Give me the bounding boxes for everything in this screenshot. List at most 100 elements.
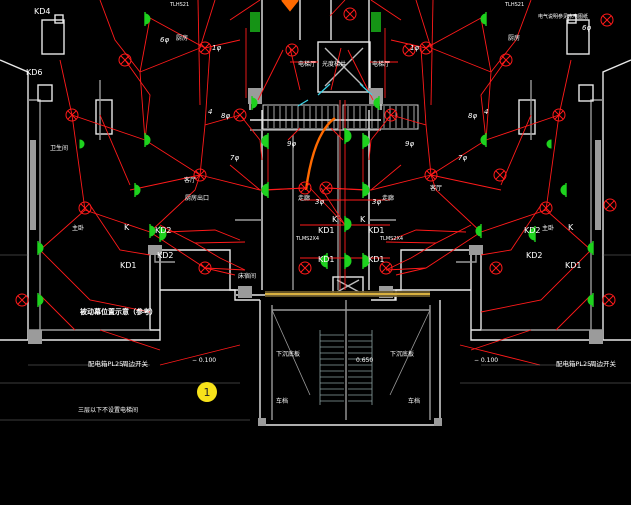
lamp-symbols bbox=[15, 7, 617, 307]
marker-badge: 1 bbox=[197, 382, 217, 402]
lamp-icon bbox=[489, 261, 503, 275]
switch-icon bbox=[37, 241, 44, 255]
label-lamp-8-left: 8φ bbox=[221, 112, 230, 120]
cyan-marks bbox=[297, 83, 373, 107]
columns bbox=[28, 88, 603, 426]
marker-label: 1 bbox=[204, 386, 211, 399]
switch-icon bbox=[362, 182, 370, 198]
lamp-icon bbox=[65, 108, 79, 122]
lamp-icon bbox=[493, 168, 507, 182]
label-note-position: 被动幕位置示意（参考） bbox=[80, 307, 157, 316]
label-stair-left: 下沉底板 bbox=[276, 350, 300, 358]
label-kd2-right: KD2 bbox=[524, 226, 541, 235]
lamp-icon bbox=[78, 201, 92, 215]
label-room-dining-left: 厨房出口 bbox=[185, 194, 209, 202]
switch-icon bbox=[144, 133, 151, 147]
label-room-kitchen-right: 厨房 bbox=[508, 34, 520, 42]
label-kd2-right-b: KD2 bbox=[526, 251, 543, 260]
label-room-living-right: 客厅 bbox=[430, 184, 442, 192]
label-wire-left: TLMS2X4 bbox=[295, 236, 319, 242]
lamp-icon bbox=[285, 43, 299, 57]
lamp-icon bbox=[424, 168, 438, 182]
label-lamp-4-left: 4 bbox=[208, 108, 212, 116]
label-lamp-7-left: 7φ bbox=[230, 154, 239, 162]
wires bbox=[39, 0, 592, 366]
label-kd2-left-b: KD2 bbox=[157, 251, 174, 260]
label-lamp-1-right: 1φ bbox=[410, 44, 419, 52]
switch-icon bbox=[251, 96, 258, 110]
label-room-elevator-right: 电梯厅 bbox=[372, 60, 390, 68]
room-labels: 电梯厅 电梯厅 光度梯井 厨房 厨房 客厅 客厅 走廊 走廊 主卧 主卧 厨房出… bbox=[50, 34, 617, 414]
label-lamp-1-left: 1φ bbox=[212, 44, 221, 52]
stairs bbox=[271, 309, 431, 405]
switch-icon bbox=[480, 133, 487, 147]
lamp-icon bbox=[193, 168, 207, 182]
switch-icon bbox=[159, 226, 167, 242]
switch-icon bbox=[37, 293, 44, 307]
label-lamp-4-right: 4 bbox=[484, 108, 488, 116]
lamp-icon bbox=[552, 108, 566, 122]
lamp-icon bbox=[118, 53, 132, 67]
lamp-icon bbox=[343, 7, 357, 21]
switch-symbols bbox=[37, 12, 594, 307]
label-wire-right: TLMS2X4 bbox=[379, 236, 403, 242]
label-room-bed-right: 主卧 bbox=[542, 224, 554, 232]
label-top-left-note: TLHS21 bbox=[169, 2, 189, 8]
lamp-icon bbox=[198, 41, 212, 55]
switch-icon bbox=[362, 253, 370, 269]
label-note-box-tag-left: 周边开关 bbox=[122, 359, 149, 368]
lamp-icon bbox=[499, 53, 513, 67]
label-stair-bottom-left: 车档 bbox=[276, 397, 288, 405]
lamp-icon bbox=[384, 108, 398, 122]
label-room-kitchen-left: 厨房 bbox=[176, 34, 188, 42]
switch-icon bbox=[480, 12, 487, 26]
label-stair-right: 下沉底板 bbox=[390, 350, 414, 358]
switch-icon bbox=[362, 133, 370, 149]
label-kd1-center-left: KD1 bbox=[318, 226, 335, 235]
switch-icon bbox=[320, 253, 328, 269]
label-top-right-text: 电气说明参见水电图纸 bbox=[538, 13, 588, 20]
switch-icon bbox=[261, 182, 269, 198]
switch-icon bbox=[546, 139, 552, 149]
label-room-shaft: 光度梯井 bbox=[322, 60, 346, 68]
label-kd1-right: KD1 bbox=[565, 261, 582, 270]
switch-icon bbox=[261, 133, 269, 149]
lamp-icon bbox=[379, 261, 393, 275]
lamp-icon bbox=[298, 181, 312, 195]
labels: KD4 KD6 KD1 KD1 KD2 KD2 KD2 KD2 KD1 KD1 … bbox=[26, 2, 588, 270]
label-stair-bottom-right: 车档 bbox=[408, 397, 420, 405]
lamp-icon bbox=[402, 43, 416, 57]
label-k-center-right: K bbox=[360, 215, 366, 224]
label-elev-center: 0.650 bbox=[356, 357, 373, 364]
switch-icon bbox=[587, 293, 594, 307]
switch-icon bbox=[344, 216, 352, 232]
label-room-bath-left: 卫生间 bbox=[50, 144, 68, 152]
lamp-icon bbox=[233, 108, 247, 122]
label-room-corridor-right: 走廊 bbox=[382, 194, 394, 202]
label-kd6: KD6 bbox=[26, 68, 43, 77]
switch-icon bbox=[344, 253, 352, 269]
lamp-icon bbox=[298, 261, 312, 275]
label-lamp-9-left: 9φ bbox=[287, 140, 296, 148]
label-note-bottom: 三层以下不设置电梯间 bbox=[78, 406, 138, 414]
label-room-elevator-left: 电梯厅 bbox=[298, 60, 316, 68]
label-note-box-right: 配电箱PL25 bbox=[556, 359, 591, 368]
label-room-room-left: 床宿间 bbox=[238, 272, 256, 280]
switch-icon bbox=[79, 139, 85, 149]
feeder-curve bbox=[304, 117, 336, 191]
label-kd1-center-right-b: KD1 bbox=[368, 255, 385, 264]
switch-icon bbox=[475, 224, 482, 238]
switch-icon bbox=[344, 128, 352, 144]
label-kd2-left: KD2 bbox=[155, 226, 172, 235]
switch-icon bbox=[560, 183, 567, 197]
lamp-icon bbox=[319, 181, 333, 195]
label-lamp-9-right: 9φ bbox=[405, 140, 414, 148]
label-kd1-left: KD1 bbox=[120, 261, 137, 270]
label-lamp-3-right: 3φ bbox=[372, 198, 381, 206]
switch-icon bbox=[373, 96, 380, 110]
lamp-icon bbox=[198, 261, 212, 275]
top-orange-mark bbox=[281, 0, 299, 12]
label-k-center-left: K bbox=[332, 215, 338, 224]
switch-icon bbox=[528, 226, 536, 242]
